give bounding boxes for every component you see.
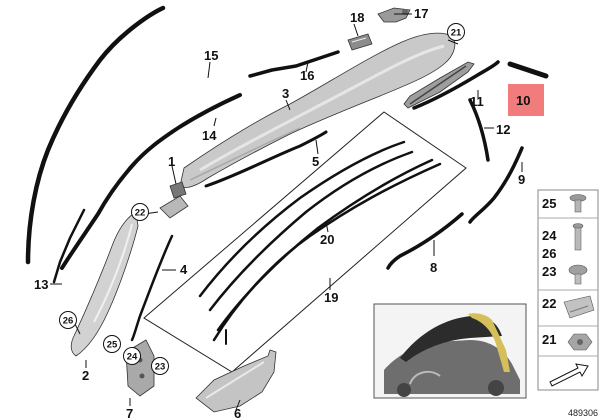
- label-6: 6: [234, 406, 241, 420]
- label-3: 3: [282, 86, 289, 101]
- clip-1: [169, 181, 187, 199]
- part-labels: 15 16 18 17 3 14 5 11 10 12 9 8 20 19 1 …: [34, 6, 530, 420]
- label-5: 5: [312, 154, 319, 169]
- fastener-label-23: 23: [542, 264, 556, 279]
- label-8: 8: [430, 260, 437, 275]
- roof-strip-14: [60, 93, 242, 270]
- circle-label-25: 25: [103, 335, 121, 353]
- trim-strip-10: [507, 61, 549, 79]
- label-11: 11: [470, 94, 484, 109]
- trim-panel-upper-right: [403, 61, 475, 109]
- trim-strip-4: [130, 234, 174, 342]
- fastener-label-25: 25: [542, 196, 556, 211]
- label-16: 16: [300, 68, 314, 83]
- label-13: 13: [34, 277, 48, 292]
- label-4: 4: [180, 262, 188, 277]
- screw-icon: [569, 194, 587, 213]
- label-19: 19: [324, 290, 338, 305]
- arrow-icon: [549, 363, 589, 387]
- door-seal-19: [212, 162, 442, 342]
- svg-text:26: 26: [63, 316, 74, 327]
- lower-trim-6: [195, 349, 277, 413]
- label-12: 12: [496, 122, 510, 137]
- svg-text:25: 25: [107, 340, 118, 351]
- label-2: 2: [82, 368, 89, 383]
- nut-icon: [567, 333, 593, 351]
- svg-text:22: 22: [135, 208, 146, 219]
- fastener-label-21: 21: [542, 332, 556, 347]
- label-10: 10: [516, 93, 530, 108]
- roof-strip-15: [25, 5, 166, 265]
- vehicle-thumbnail: [373, 303, 527, 399]
- label-1: 1: [168, 154, 175, 169]
- trim-strip-5: [204, 130, 328, 188]
- bracket-17: [377, 7, 411, 23]
- label-14: 14: [202, 128, 217, 143]
- label-20: 20: [320, 232, 334, 247]
- fastener-label-26: 26: [542, 246, 556, 261]
- fastener-label-22: 22: [542, 296, 556, 311]
- trim-strip-11: [412, 60, 500, 110]
- fastener-label-24: 24: [542, 228, 557, 243]
- trim-strip-9: [468, 146, 524, 224]
- svg-text:23: 23: [155, 362, 166, 373]
- pin-icon: [572, 223, 584, 251]
- trim-strip-16: [248, 50, 340, 78]
- circle-label-22: 22: [131, 203, 149, 221]
- circle-label-23: 23: [151, 357, 169, 375]
- svg-text:24: 24: [127, 352, 138, 363]
- clip-18: [347, 33, 373, 51]
- circle-label-21: 21: [447, 23, 465, 41]
- highlight-box-10: [508, 84, 544, 116]
- trim-strip-12: [468, 98, 490, 162]
- seal-group-box: [143, 111, 467, 373]
- circle-label-26: 26: [59, 311, 77, 329]
- roof-strip-13-lower: [52, 208, 86, 284]
- svg-text:21: 21: [451, 28, 462, 39]
- label-18: 18: [350, 10, 364, 25]
- pillar-top-piece: [159, 195, 189, 219]
- label-7: 7: [126, 406, 133, 420]
- screw-head-icon: [568, 264, 588, 285]
- label-15: 15: [204, 48, 218, 63]
- a-pillar-trim-2: [70, 211, 139, 357]
- fastener-panel: 25 24 26 23 22 21: [537, 189, 599, 391]
- label-17: 17: [414, 6, 428, 21]
- roof-trim-panel-3: [179, 32, 456, 188]
- circle-label-24: 24: [123, 347, 141, 365]
- reference-number: 489306: [568, 408, 598, 418]
- clip-icon: [563, 295, 595, 319]
- label-9: 9: [518, 172, 525, 187]
- circled-labels: 21 22 26 25 24 23: [59, 23, 465, 375]
- trim-strip-8: [386, 212, 464, 270]
